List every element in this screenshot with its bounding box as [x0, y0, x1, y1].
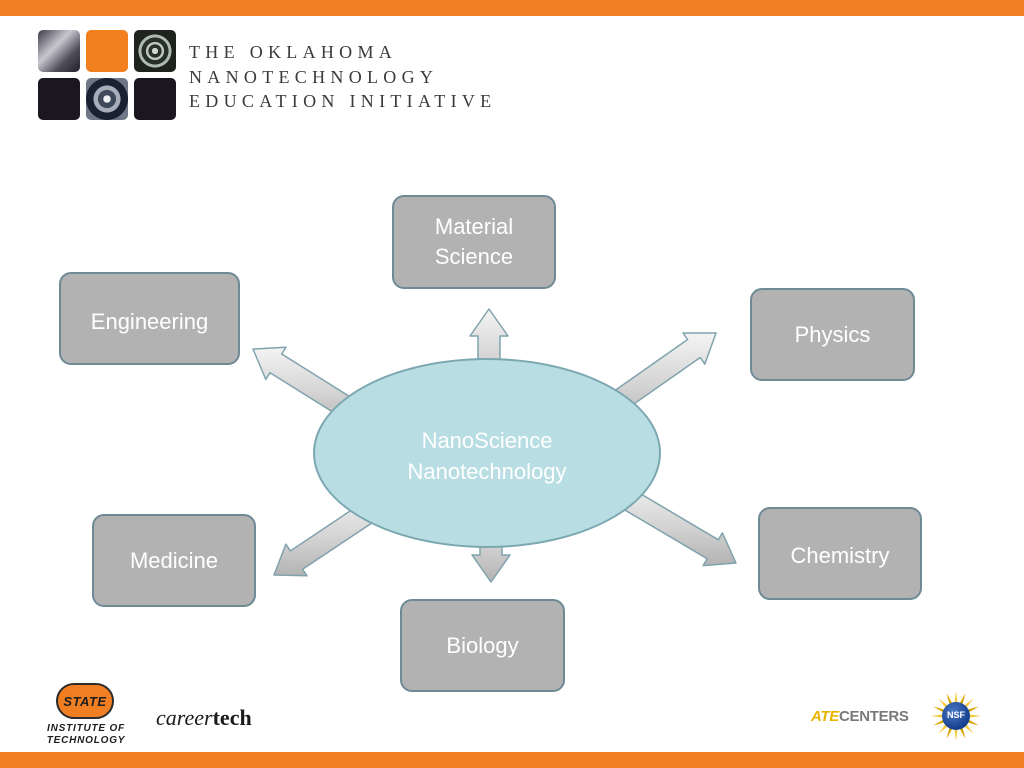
dark-tile: [134, 78, 176, 120]
nsf-globe: NSF: [942, 702, 970, 730]
nsf-ray: [932, 719, 945, 726]
osu-badge-text: STATE: [63, 694, 107, 709]
osu-text-line: INSTITUTE OF: [47, 723, 125, 734]
node-label: Chemistry: [790, 543, 890, 568]
nsf-ray: [932, 706, 945, 713]
nanostructure-photo-tile: [134, 30, 176, 72]
node-physics: Physics: [750, 288, 915, 381]
node-engineering: Engineering: [59, 272, 240, 365]
center-ellipse: [313, 358, 661, 548]
node-medicine: Medicine: [92, 514, 256, 607]
header-title-line: EDUCATION INITIATIVE: [189, 91, 497, 111]
nsf-sunburst-icon: [931, 691, 981, 741]
instrument-photo-tile: [86, 78, 128, 120]
header-title-line: NANOTECHNOLOGY: [189, 66, 439, 87]
center-label-line: Nanotechnology: [407, 459, 567, 484]
node-label-line: Science: [434, 244, 514, 269]
dark-tile: [38, 78, 80, 120]
nsf-ray: [954, 728, 958, 741]
careertech-logo: careertech: [156, 705, 252, 731]
orange-tile: [86, 30, 128, 72]
header-logo-tiles: [38, 30, 178, 120]
header-title-line: THE OKLAHOMA: [189, 42, 398, 62]
careertech-prefix: career: [156, 705, 213, 730]
bottom-accent-bar: [0, 752, 1024, 768]
node-label: Engineering: [90, 309, 209, 334]
careertech-suffix: tech: [212, 705, 252, 730]
nsf-ray: [931, 714, 944, 718]
top-accent-bar: [0, 0, 1024, 16]
nsf-ray: [967, 719, 980, 726]
nsf-ray: [968, 714, 981, 718]
osu-text-line: TECHNOLOGY: [46, 735, 126, 746]
osu-badge: STATE: [56, 683, 114, 719]
nsf-ray: [959, 727, 966, 740]
nsf-ray: [964, 698, 974, 708]
nsf-ray: [946, 692, 953, 705]
node-material-science: Material Science: [392, 195, 556, 289]
node-label: Biology: [446, 632, 519, 658]
ate-centers-logo: ATECENTERS: [811, 708, 909, 725]
node-label: Medicine: [129, 547, 219, 573]
node-chemistry: Chemistry: [758, 507, 922, 600]
nsf-ray: [967, 706, 980, 713]
osu-institute-logo: STATE INSTITUTE OF TECHNOLOGY: [34, 683, 138, 751]
osu-institute-text: INSTITUTE OF TECHNOLOGY: [34, 723, 138, 747]
nsf-ray: [954, 691, 958, 704]
ate-suffix: CENTERS: [839, 708, 909, 725]
center-label-line: NanoScience: [421, 428, 553, 453]
ate-prefix: ATE: [811, 708, 839, 725]
header-title: THE OKLAHOMA NANOTECHNOLOGY EDUCATION IN…: [189, 40, 496, 114]
node-biology: Biology: [400, 599, 565, 692]
node-label: Physics: [794, 321, 871, 347]
nsf-logo: NSF: [930, 690, 982, 742]
nsf-ray: [964, 724, 974, 734]
lab-photo-tile: [38, 30, 80, 72]
center-label: NanoScience Nanotechnology: [313, 425, 661, 487]
nsf-ray: [946, 727, 953, 740]
node-label-line: Material: [434, 214, 514, 239]
nsf-ray: [959, 692, 966, 705]
nsf-text: NSF: [947, 710, 965, 720]
nsf-ray: [938, 724, 948, 734]
